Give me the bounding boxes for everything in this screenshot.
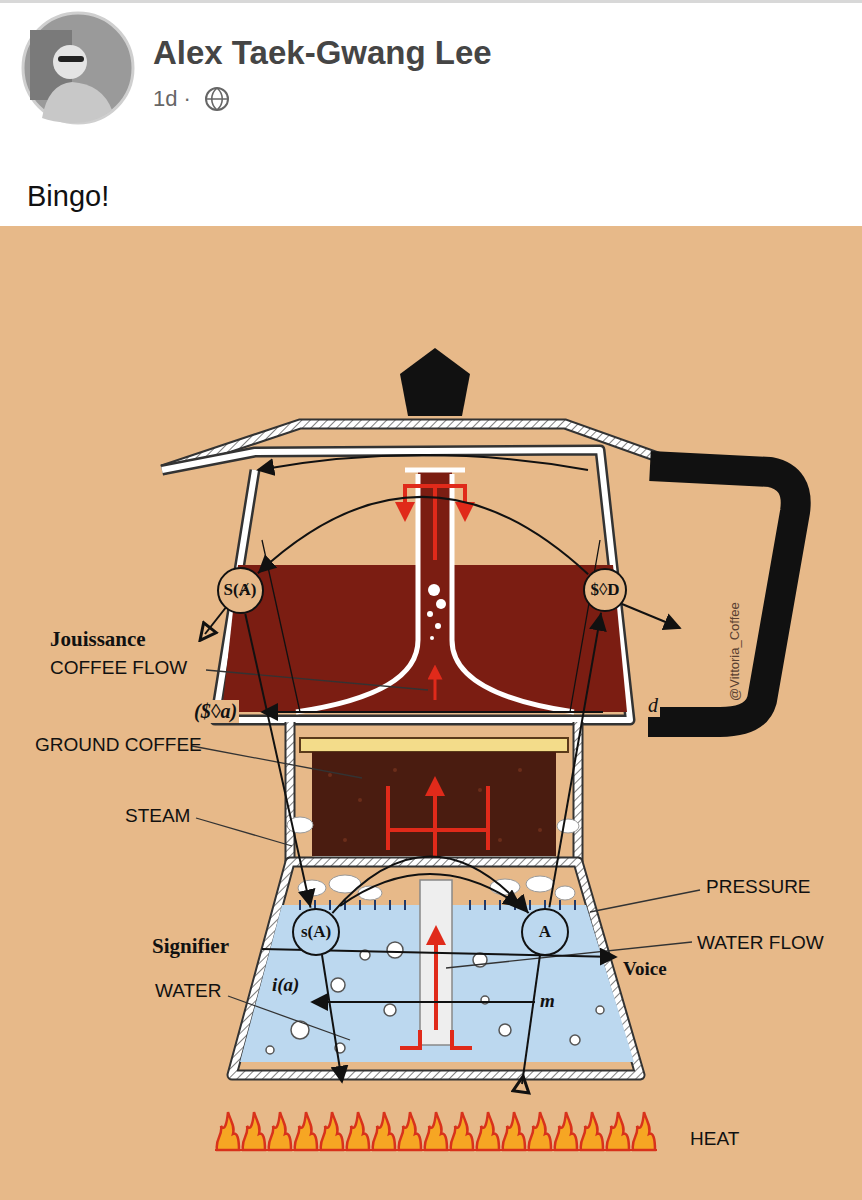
graph-node-circle: s(A)	[292, 908, 340, 956]
part-label: WATER	[155, 980, 222, 1002]
graph-vector	[332, 857, 528, 914]
author-name: Alex Taek-Gwang Lee	[153, 34, 492, 72]
lacan-term: d	[646, 694, 660, 717]
node-text: A	[539, 922, 551, 942]
post-time: 1d ·	[153, 86, 191, 111]
part-label: GROUND COFFEE	[35, 734, 202, 756]
post-text: Bingo!	[27, 180, 109, 213]
graph-vector	[258, 497, 588, 574]
graph-node-circle: S(Ⱥ)	[217, 567, 264, 614]
part-label: COFFEE FLOW	[50, 657, 187, 679]
part-label: HEAT	[690, 1128, 739, 1150]
graph-node-circle: A	[521, 908, 569, 956]
node-text: s(A)	[301, 922, 331, 942]
part-label: PRESSURE	[706, 876, 811, 898]
watermark: @Vittoria_Coffee	[728, 603, 743, 702]
part-label: STEAM	[125, 805, 190, 827]
lacan-term: Signifier	[152, 934, 229, 958]
graph-node-circle: $◊D	[583, 568, 627, 612]
lacan-term: Voice	[621, 958, 669, 980]
globe-icon	[206, 88, 228, 110]
avatar	[23, 13, 133, 123]
lacan-term: ($◊a)	[192, 700, 239, 723]
node-text: $◊D	[590, 580, 619, 600]
lacan-term: i(a)	[270, 974, 301, 996]
graph-vector	[549, 613, 601, 908]
graph-vector	[245, 614, 310, 908]
lacan-term: Jouissance	[50, 627, 146, 651]
part-label: WATER FLOW	[697, 932, 824, 954]
lacan-term: m	[538, 990, 557, 1012]
node-text: S(Ⱥ)	[223, 580, 256, 600]
